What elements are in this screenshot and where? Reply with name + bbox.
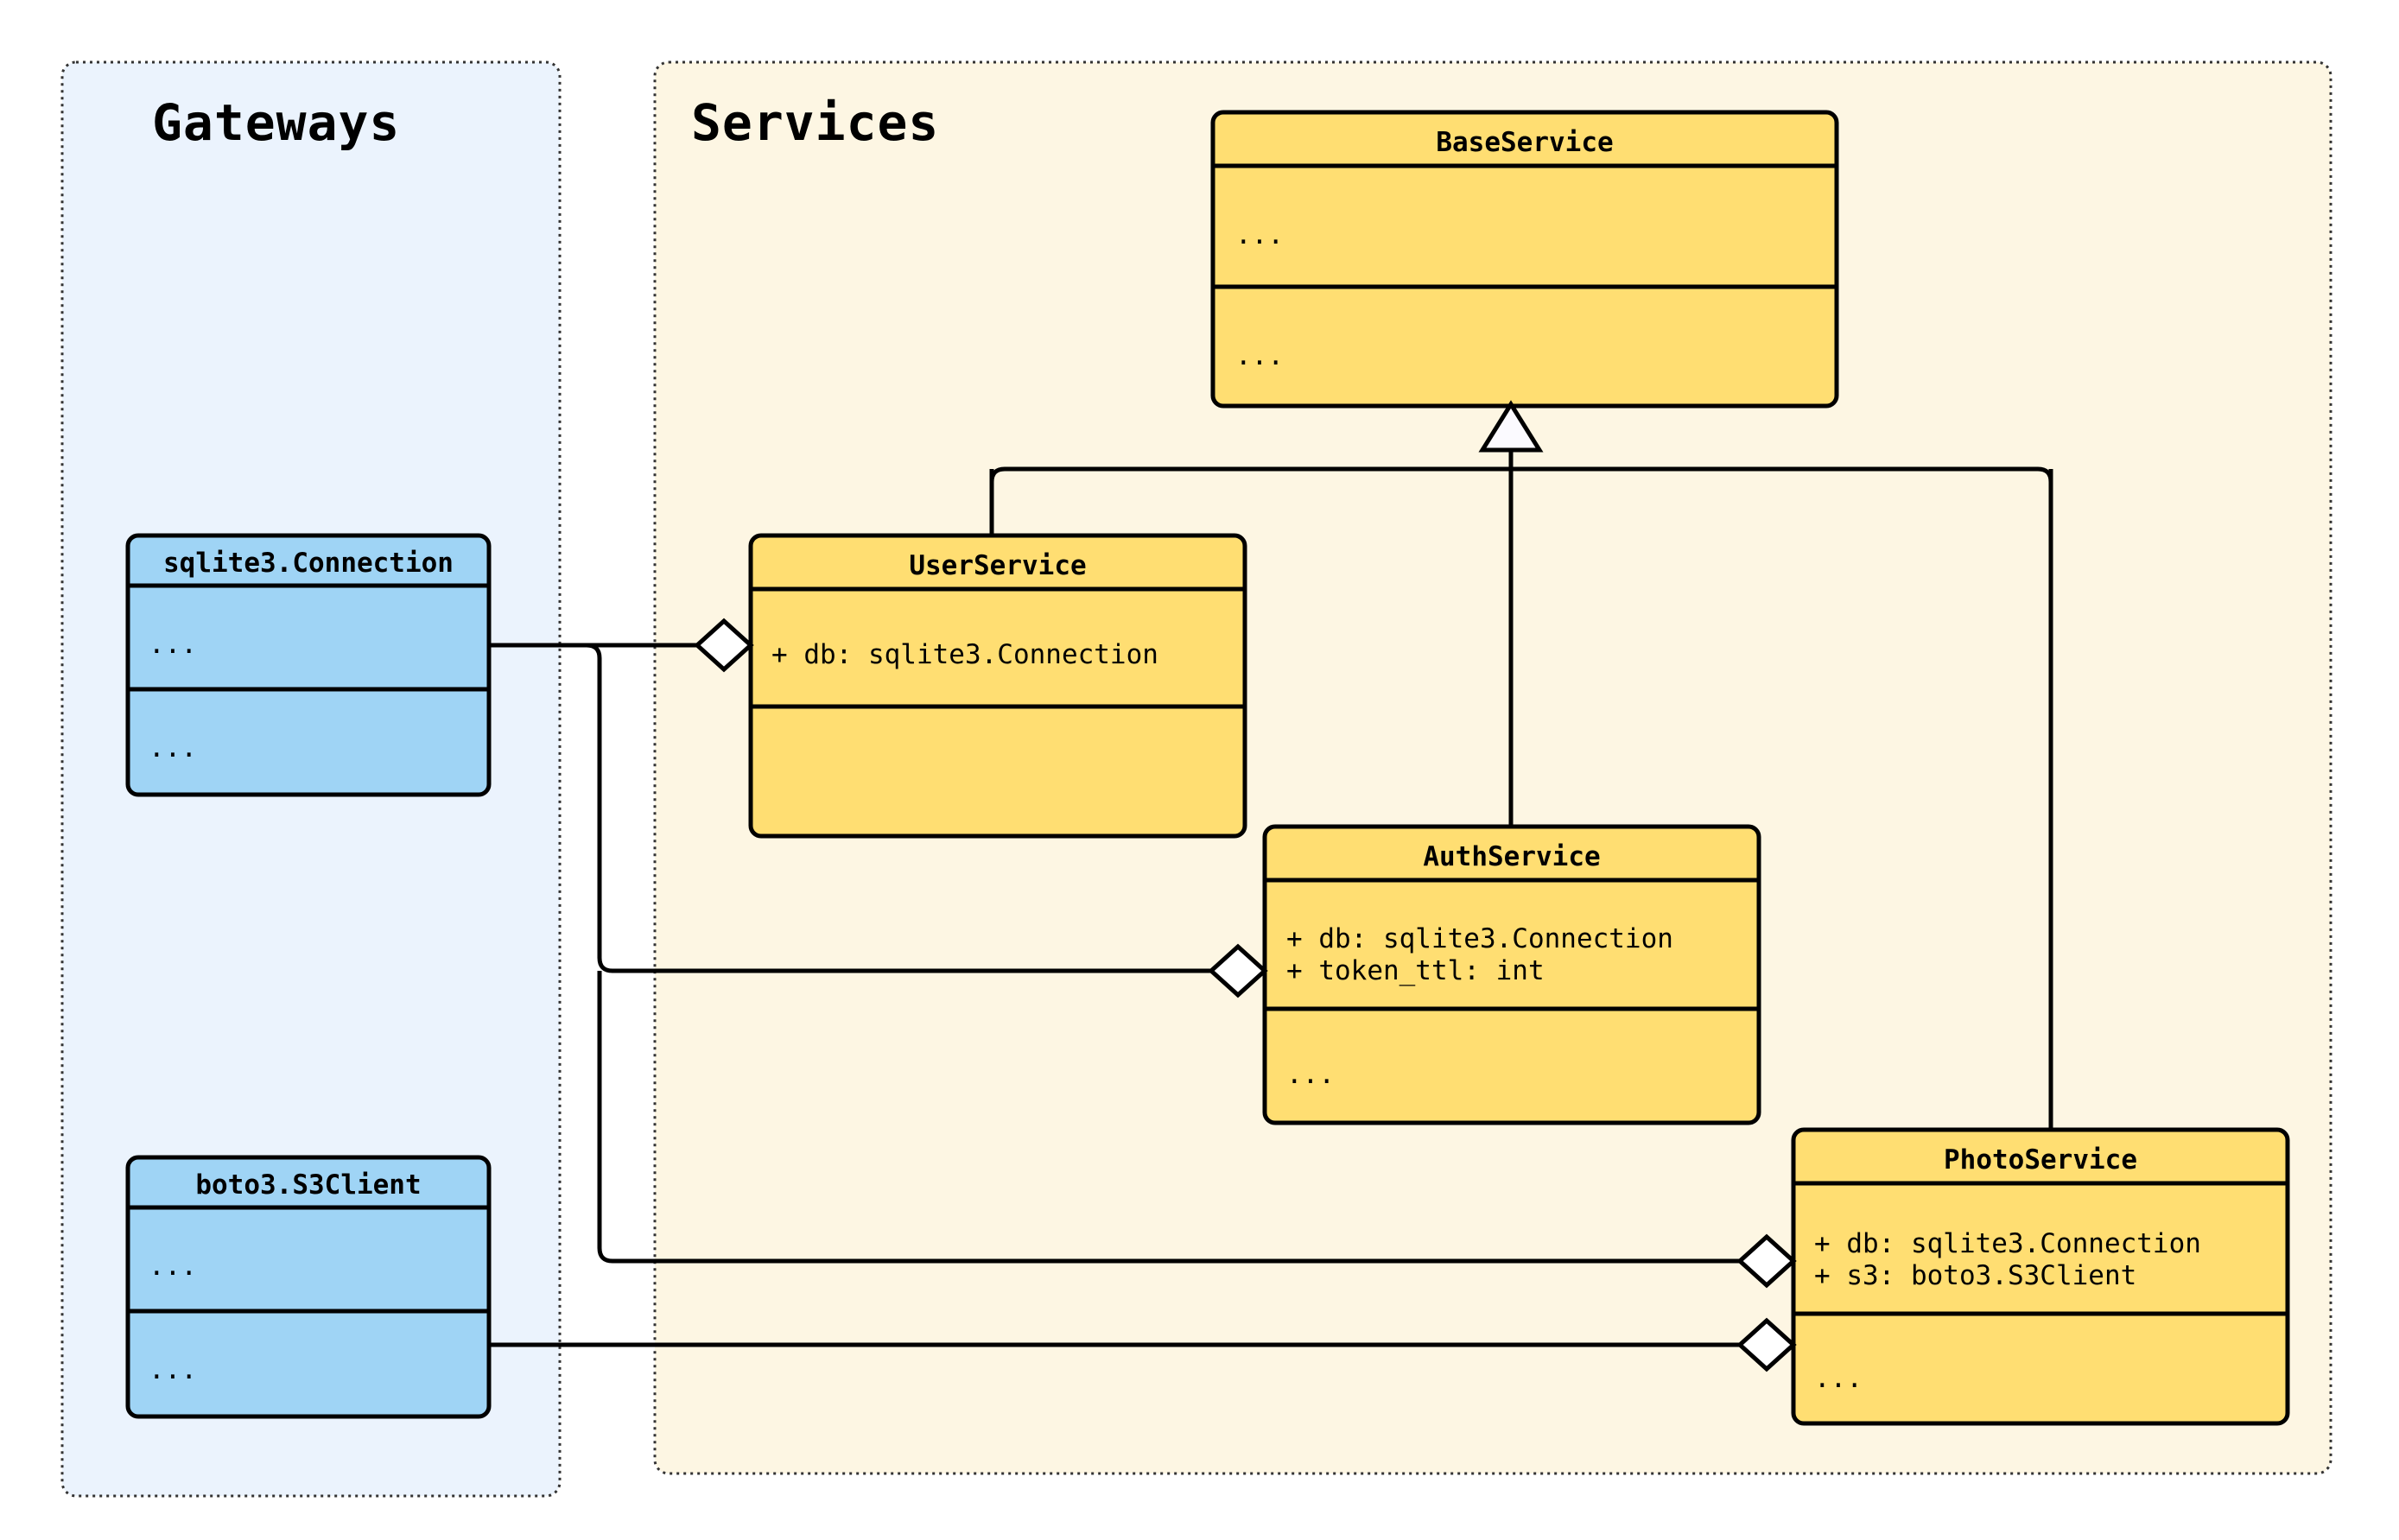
class-auth-service-attribute-db: + db: sqlite3.Connection (1286, 923, 1673, 954)
package-services-frame (653, 60, 2332, 1475)
class-photo-service-attribute-s3: + s3: boto3.S3Client (1814, 1260, 2136, 1291)
class-photo-service-method: ... (1814, 1363, 1863, 1394)
class-base-service-title: BaseService (1436, 127, 1613, 158)
aggregation-diamond-icon-user-service (694, 618, 754, 673)
aggregation-diamond-icon-photo-service-db (1736, 1233, 1797, 1289)
class-photo-service-attribute-db: + db: sqlite3.Connection (1814, 1228, 2201, 1259)
class-base-service-attribute: ... (1235, 219, 1284, 250)
class-boto3-s3client-attribute: ... (149, 1251, 197, 1282)
class-base-service[interactable]: BaseService ... ... (1210, 110, 1839, 409)
class-boto3-s3client-title: boto3.S3Client (195, 1169, 421, 1201)
edge-generalization-bus[interactable] (989, 406, 2053, 1130)
class-boto3-s3client-method: ... (149, 1354, 197, 1385)
aggregation-diamond-icon-auth-service (1208, 943, 1268, 998)
class-sqlite3-connection-method: ... (149, 732, 197, 764)
class-user-service-frame (748, 533, 1247, 839)
class-user-service-title: UserService (909, 550, 1086, 581)
class-auth-service-frame (1262, 824, 1761, 1125)
class-sqlite3-connection-title: sqlite3.Connection (163, 548, 454, 579)
edge-aggregation-sqlite[interactable] (489, 643, 1768, 1264)
class-boto3-s3client-frame (125, 1155, 492, 1419)
generalization-triangle-icon (1478, 400, 1544, 453)
class-photo-service-frame (1791, 1127, 2290, 1426)
package-services-label: Services (691, 93, 939, 152)
edge-sqlite-photo (597, 971, 1768, 1264)
class-base-service-frame (1210, 110, 1839, 409)
class-auth-service-method: ... (1286, 1059, 1335, 1090)
class-sqlite3-connection-frame (125, 533, 492, 797)
class-user-service[interactable]: UserService + db: sqlite3.Connection (748, 533, 1247, 839)
class-auth-service[interactable]: AuthService + db: sqlite3.Connection + t… (1262, 824, 1761, 1125)
package-gateways-label: Gateways (152, 93, 400, 152)
class-auth-service-attribute-token-ttl: + token_ttl: int (1286, 955, 1545, 986)
class-user-service-attribute-db: + db: sqlite3.Connection (771, 639, 1158, 670)
class-sqlite3-connection-attribute: ... (149, 629, 197, 660)
class-photo-service-title: PhotoService (1944, 1144, 2137, 1176)
aggregation-diamond-icon-photo-service-s3 (1736, 1317, 1797, 1372)
package-services[interactable]: Services (653, 60, 2332, 1475)
class-sqlite3-connection[interactable]: sqlite3.Connection ... ... (125, 533, 492, 797)
class-boto3-s3client[interactable]: boto3.S3Client ... ... (125, 1155, 492, 1419)
class-base-service-method: ... (1235, 340, 1284, 371)
class-photo-service[interactable]: PhotoService + db: sqlite3.Connection + … (1791, 1127, 2290, 1426)
class-auth-service-title: AuthService (1423, 841, 1600, 872)
